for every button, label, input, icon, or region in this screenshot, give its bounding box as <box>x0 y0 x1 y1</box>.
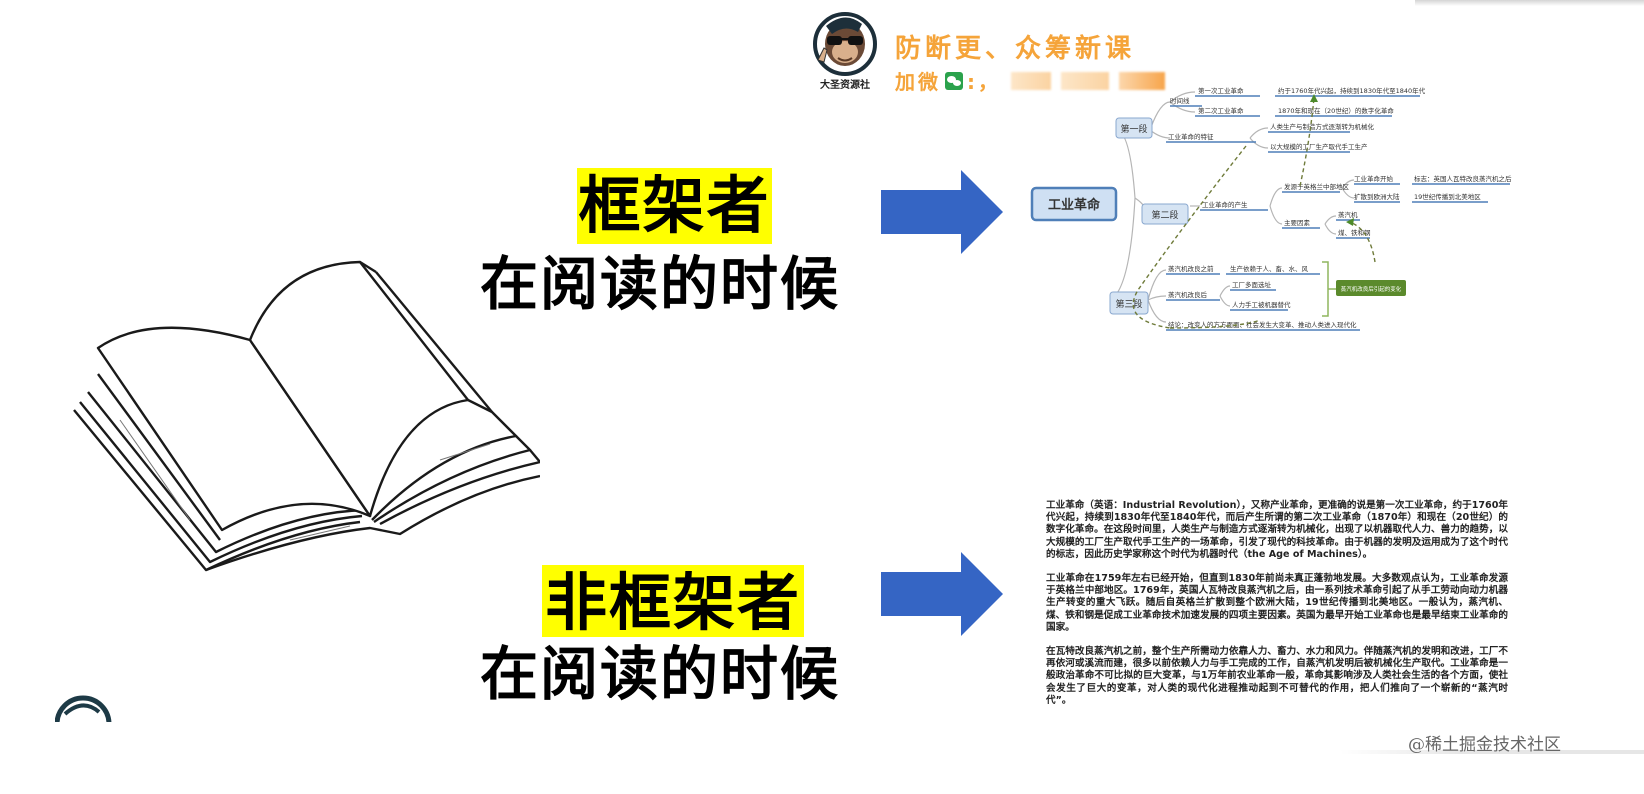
non-framer-label: 非框架者 <box>544 566 801 639</box>
svg-text:人力手工被机器替代: 人力手工被机器替代 <box>1232 300 1291 309</box>
svg-text:第二次工业革命: 第二次工业革命 <box>1198 106 1244 115</box>
svg-text:约于1760年代兴起，持续到1830年代至1840年代: 约于1760年代兴起，持续到1830年代至1840年代 <box>1278 86 1426 95</box>
svg-text:主要因素: 主要因素 <box>1284 218 1311 227</box>
svg-text:19世纪传播到北美地区: 19世纪传播到北美地区 <box>1414 192 1481 201</box>
article-text: 工业革命（英语：Industrial Revolution），又称产业革命，更准… <box>1046 500 1508 719</box>
article-paragraph: 工业革命（英语：Industrial Revolution），又称产业革命，更准… <box>1046 500 1508 560</box>
svg-text:蒸汽机: 蒸汽机 <box>1338 210 1358 219</box>
framer-highlight: 框架者 <box>577 168 772 244</box>
svg-text:工业革命的产生: 工业革命的产生 <box>1202 200 1248 209</box>
redacted-contact-block <box>1061 71 1109 90</box>
svg-text:第三段: 第三段 <box>1115 298 1142 310</box>
arrow-right-icon <box>881 170 1005 254</box>
svg-text:蒸汽机改良后: 蒸汽机改良后 <box>1168 290 1208 299</box>
cropped-logo-icon <box>55 690 115 722</box>
framer-label: 框架者 <box>578 169 771 242</box>
article-paragraph: 在瓦特改良蒸汽机之前，整个生产所需动力依靠人力、畜力、水力和风力。伴随蒸汽机的发… <box>1046 646 1508 706</box>
redacted-contact-block <box>1011 71 1051 90</box>
svg-text:生产依赖于人、畜、水、风: 生产依赖于人、畜、水、风 <box>1230 264 1309 273</box>
svg-text:1870年和现在（20世纪）的数字化革命: 1870年和现在（20世纪）的数字化革命 <box>1278 106 1394 115</box>
top-edge-shadow <box>1415 0 1644 6</box>
svg-text:大圣资源社: 大圣资源社 <box>820 78 870 91</box>
svg-text:第二段: 第二段 <box>1151 209 1178 221</box>
watermark-title: 防断更、众筹新课 <box>895 34 1136 64</box>
svg-text:第一次工业革命: 第一次工业革命 <box>1198 86 1244 95</box>
svg-text:发源于英格兰中部地区: 发源于英格兰中部地区 <box>1284 182 1350 191</box>
svg-text:工业革命开始: 工业革命开始 <box>1354 174 1394 183</box>
source-credit: @稀土掘金技术社区 <box>1408 735 1561 755</box>
svg-text:结论：改变人的方方面面、社会发生大变革、推动人类进入现代化: 结论：改变人的方方面面、社会发生大变革、推动人类进入现代化 <box>1168 320 1357 329</box>
svg-text:蒸汽机改良后引起的变化: 蒸汽机改良后引起的变化 <box>1341 285 1402 293</box>
monkey-logo-icon: 大圣资源社 <box>812 8 878 92</box>
framer-subtitle: 在阅读的时候 <box>480 250 841 318</box>
redacted-contact-block <box>1119 71 1165 90</box>
watermark-contact-prefix: 加微 <box>895 70 941 94</box>
svg-text:第一段: 第一段 <box>1120 123 1147 135</box>
svg-text:工业革命的特征: 工业革命的特征 <box>1168 132 1214 141</box>
watermark-contact: 加微 :， <box>895 66 1165 95</box>
open-book-illustration <box>60 240 542 580</box>
watermark-contact-value: :， <box>967 70 1001 94</box>
wechat-icon <box>945 71 963 90</box>
svg-text:蒸汽机改良之前: 蒸汽机改良之前 <box>1168 264 1214 273</box>
arrow-right-icon <box>881 552 1005 636</box>
non-framer-highlight: 非框架者 <box>542 565 804 639</box>
non-framer-subtitle: 在阅读的时候 <box>480 640 841 708</box>
svg-text:工厂多面选址: 工厂多面选址 <box>1232 280 1272 289</box>
svg-text:标志：英国人瓦特改良蒸汽机之后: 标志：英国人瓦特改良蒸汽机之后 <box>1414 174 1512 183</box>
mindmap-diagram: 工业革命 第一段 第二段 第三段 时间线 第一次工业革命 第二次工业革命 约于1… <box>1020 80 1540 350</box>
svg-text:以大规模的工厂生产取代手工生产: 以大规模的工厂生产取代手工生产 <box>1270 142 1368 151</box>
svg-text:扩散到欧洲大陆: 扩散到欧洲大陆 <box>1354 192 1400 201</box>
svg-text:工业革命: 工业革命 <box>1048 197 1101 213</box>
svg-text:人类生产与制造方式逐渐转为机械化: 人类生产与制造方式逐渐转为机械化 <box>1270 122 1375 131</box>
bottom-edge-strip <box>1340 750 1644 754</box>
svg-text:时间线: 时间线 <box>1170 96 1190 105</box>
article-paragraph: 工业革命在1759年左右已经开始，但直到1830年前尚未真正蓬勃地发展。大多数观… <box>1046 573 1508 633</box>
svg-text:煤、铁和钢: 煤、铁和钢 <box>1338 228 1371 237</box>
